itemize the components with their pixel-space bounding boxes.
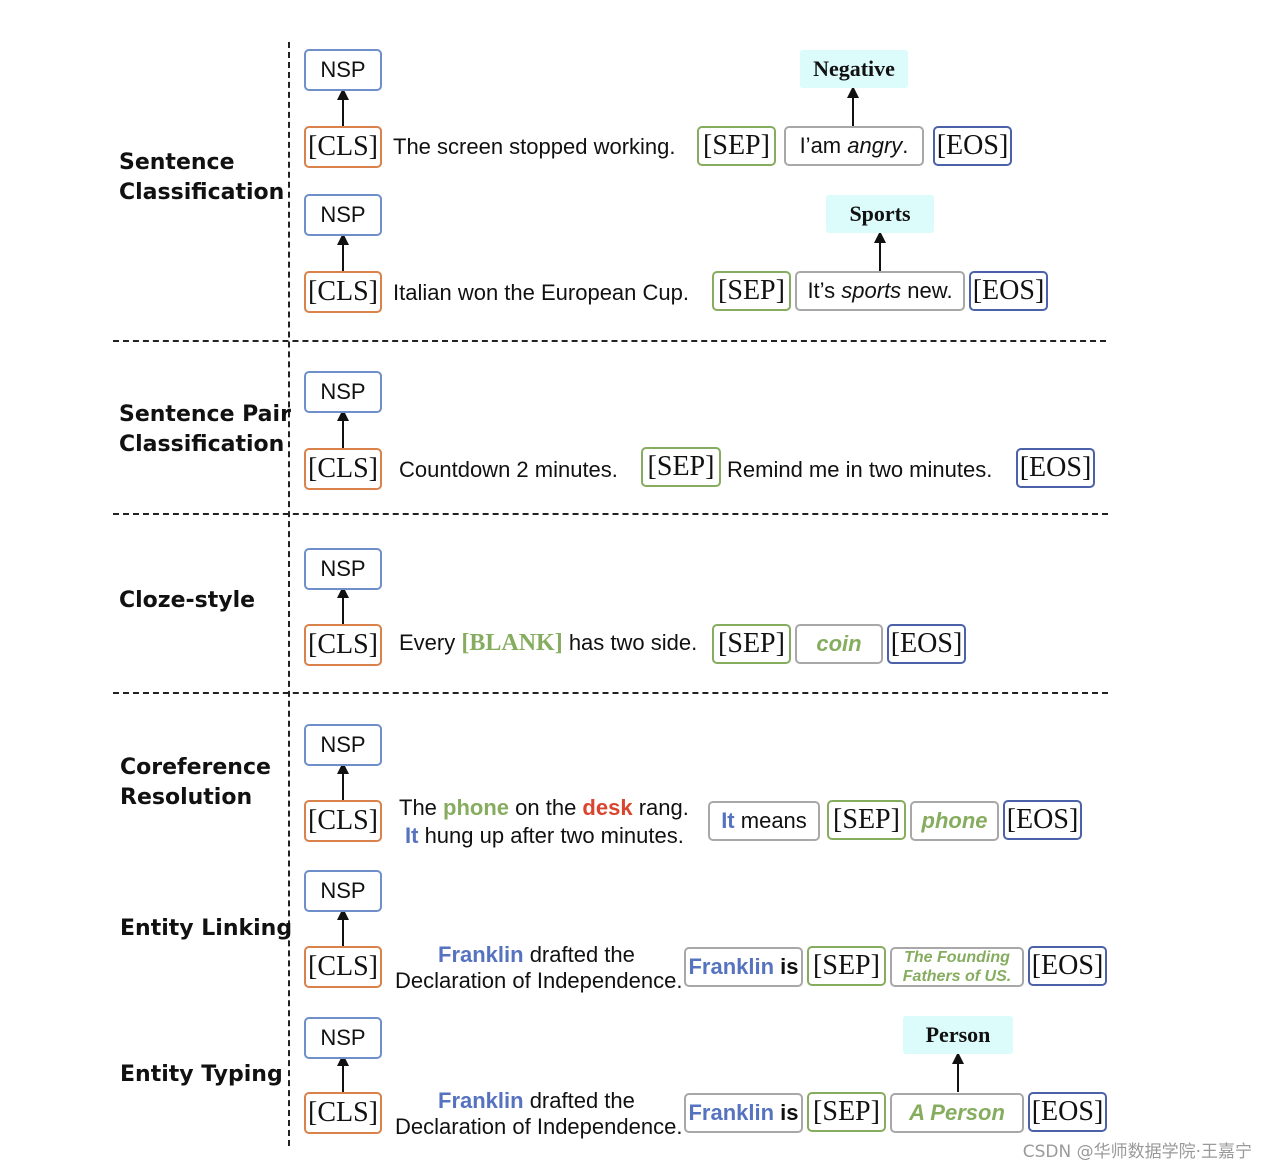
sep-token: [SEP] bbox=[697, 126, 776, 166]
answer-box: phone bbox=[910, 801, 999, 841]
second-sentence: Remind me in two minutes. bbox=[727, 457, 993, 482]
context-line-1: Franklin drafted the bbox=[438, 942, 635, 967]
prompt-box: It means bbox=[708, 801, 820, 841]
answer-box: The Founding Fathers of US. bbox=[890, 947, 1024, 987]
nsp-token: NSP bbox=[304, 371, 382, 413]
eos-token: [EOS] bbox=[969, 271, 1048, 311]
label-tag-person: Person bbox=[903, 1016, 1013, 1054]
first-sentence: Countdown 2 minutes. bbox=[399, 457, 618, 482]
cls-token: [CLS] bbox=[304, 946, 382, 988]
eos-token: [EOS] bbox=[933, 126, 1012, 166]
eos-token: [EOS] bbox=[1003, 800, 1082, 840]
sep-token: [SEP] bbox=[827, 800, 906, 840]
cls-token: [CLS] bbox=[304, 800, 382, 842]
context-line-1: Franklin drafted the bbox=[438, 1088, 635, 1113]
cls-token: [CLS] bbox=[304, 271, 382, 313]
prompt-box: Franklin is bbox=[684, 947, 803, 987]
context-line-2: Declaration of Independence. bbox=[395, 968, 683, 993]
input-sentence: Italian won the European Cup. bbox=[393, 280, 689, 305]
nsp-token: NSP bbox=[304, 548, 382, 590]
nsp-token: NSP bbox=[304, 1017, 382, 1059]
eos-token: [EOS] bbox=[1016, 448, 1095, 488]
label-cloze-style: Cloze-style bbox=[119, 588, 256, 613]
sep-token: [SEP] bbox=[712, 624, 791, 664]
cloze-sentence: Every [BLANK] has two side. bbox=[399, 630, 698, 656]
label-entity-linking: Entity Linking bbox=[120, 916, 293, 941]
answer-box: coin bbox=[795, 624, 883, 664]
label-entity-typing: Entity Typing bbox=[120, 1062, 283, 1087]
prompt-box: Franklin is bbox=[684, 1093, 803, 1133]
nsp-token: NSP bbox=[304, 724, 382, 766]
cls-token: [CLS] bbox=[304, 448, 382, 490]
nsp-token: NSP bbox=[304, 194, 382, 236]
eos-token: [EOS] bbox=[1028, 946, 1107, 986]
sep-token: [SEP] bbox=[712, 271, 791, 311]
cls-token: [CLS] bbox=[304, 624, 382, 666]
label-tag-sports: Sports bbox=[826, 195, 934, 233]
sep-token: [SEP] bbox=[807, 1092, 886, 1132]
cls-token: [CLS] bbox=[304, 126, 382, 168]
sep-token: [SEP] bbox=[641, 447, 721, 487]
answer-box: A Person bbox=[890, 1093, 1024, 1133]
eos-token: [EOS] bbox=[1028, 1092, 1107, 1132]
sep-token: [SEP] bbox=[807, 946, 886, 986]
context-line-2: It hung up after two minutes. bbox=[405, 823, 684, 848]
input-sentence: The screen stopped working. bbox=[393, 134, 676, 159]
nsp-token: NSP bbox=[304, 870, 382, 912]
prompt-box: I’am angry. bbox=[784, 126, 924, 166]
context-line-2: Declaration of Independence. bbox=[395, 1114, 683, 1139]
nsp-token: NSP bbox=[304, 49, 382, 91]
eos-token: [EOS] bbox=[887, 624, 966, 664]
context-line-1: The phone on the desk rang. bbox=[399, 795, 689, 820]
section-divider bbox=[113, 692, 1108, 694]
watermark: CSDN @华师数据学院·王嘉宁 bbox=[1022, 1142, 1252, 1162]
section-divider bbox=[113, 513, 1108, 515]
cls-token: [CLS] bbox=[304, 1092, 382, 1134]
prompt-box: It’s sports new. bbox=[795, 271, 965, 311]
label-tag-negative: Negative bbox=[800, 50, 908, 88]
vertical-divider bbox=[288, 42, 290, 1146]
section-divider bbox=[113, 340, 1106, 342]
